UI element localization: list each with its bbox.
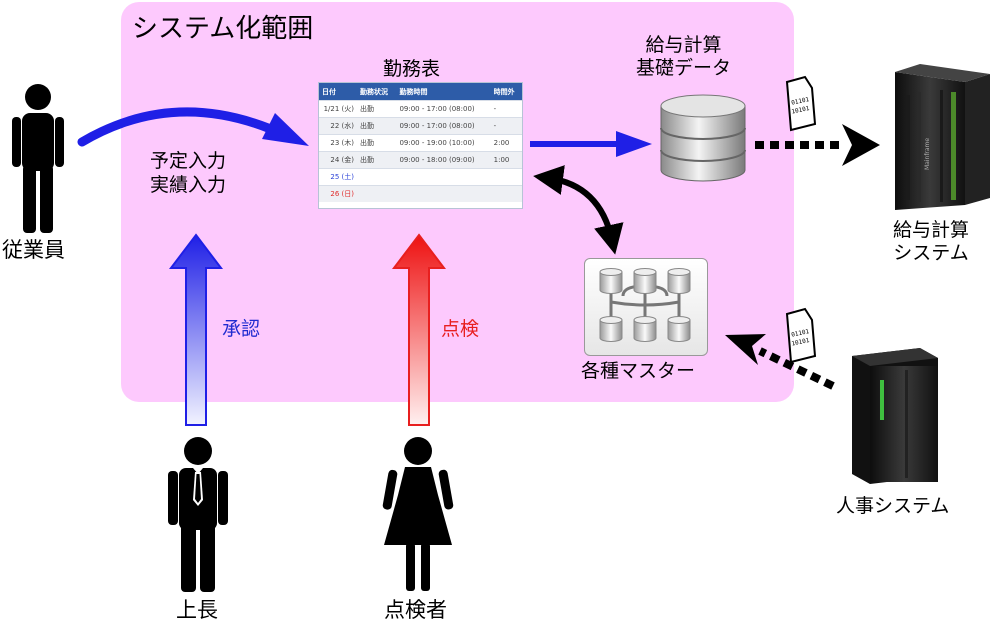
input-label-line1: 予定入力	[150, 150, 227, 172]
cell-date: 26 (日)	[319, 185, 357, 202]
payroll-data-label: 給与計算 基礎データ	[636, 34, 731, 80]
export-arrow	[755, 124, 880, 166]
cell-overtime: -	[490, 100, 522, 118]
server-icon: Mainframe	[895, 64, 990, 210]
cell-date: 1/21 (火)	[319, 100, 357, 118]
cell-status	[357, 168, 397, 186]
cell-status	[357, 185, 397, 202]
cell-date: 24 (金)	[319, 151, 357, 169]
cell-overtime	[490, 185, 522, 202]
cell-hours: 09:00 - 17:00 (08:00)	[396, 100, 491, 118]
person-icon	[12, 84, 64, 233]
svg-text:01101: 01101	[791, 328, 811, 339]
import-arrow	[725, 334, 835, 390]
payroll-data-line2: 基礎データ	[636, 56, 732, 79]
cell-hours: 09:00 - 17:00 (08:00)	[396, 117, 491, 135]
table-row: 23 (木) 出勤 09:00 - 19:00 (10:00) 2:00	[319, 134, 522, 152]
cell-overtime: 2:00	[490, 134, 522, 152]
cell-status: 出勤	[357, 117, 397, 135]
sync-arrow	[533, 165, 624, 255]
cell-status: 出勤	[357, 134, 397, 152]
payroll-system-label: 給与計算 システム	[893, 219, 969, 265]
payroll-data-line1: 給与計算	[645, 34, 722, 56]
timesheet-title: 勤務表	[383, 58, 441, 80]
cell-hours: 09:00 - 19:00 (10:00)	[396, 134, 491, 152]
approval-label: 承認	[222, 318, 261, 340]
data-output-arrow	[530, 131, 652, 157]
cell-overtime: -	[490, 117, 522, 135]
column-header: 勤務時間	[396, 83, 491, 101]
input-flow-arrow	[77, 107, 309, 147]
cell-overtime	[490, 168, 522, 186]
svg-text:10101: 10101	[791, 337, 811, 348]
svg-text:10101: 10101	[791, 105, 811, 116]
timesheet-header-row: 日付 勤務状況 勤務時間 時間外	[319, 83, 522, 101]
payroll-system-line2: システム	[893, 241, 969, 264]
inspector-label: 点検者	[384, 598, 447, 622]
businessman-icon	[168, 437, 228, 592]
cell-status: 出勤	[357, 151, 397, 169]
svg-text:Mainframe: Mainframe	[924, 138, 931, 170]
system-scope-title: システム化範囲	[132, 14, 314, 44]
document-icon: 01101 10101	[785, 75, 817, 132]
table-row: 22 (水) 出勤 09:00 - 17:00 (08:00) -	[319, 117, 522, 135]
cell-hours	[396, 168, 491, 186]
cell-date: 25 (土)	[319, 168, 357, 186]
hr-system-label: 人事システム	[836, 495, 950, 517]
svg-text:01101: 01101	[791, 96, 811, 107]
table-row: 1/21 (火) 出勤 09:00 - 17:00 (08:00) -	[319, 100, 522, 118]
table-row: 25 (土)	[319, 168, 522, 186]
column-header: 日付	[319, 83, 357, 101]
inspection-arrow	[391, 233, 447, 426]
approval-arrow	[168, 233, 224, 426]
table-row: 24 (金) 出勤 09:00 - 18:00 (09:00) 1:00	[319, 151, 522, 169]
cell-hours	[396, 185, 491, 202]
inspection-label: 点検	[441, 318, 480, 340]
cell-date: 22 (水)	[319, 117, 357, 135]
woman-icon	[382, 437, 454, 591]
master-database-icon	[599, 268, 691, 342]
cell-hours: 09:00 - 18:00 (09:00)	[396, 151, 491, 169]
document-icon: 01101 10101	[785, 307, 817, 364]
payroll-system-line1: 給与計算	[893, 219, 970, 241]
boss-label: 上長	[176, 598, 218, 622]
timesheet-table: 日付 勤務状況 勤務時間 時間外 1/21 (火) 出勤 09:00 - 17:…	[318, 82, 523, 209]
employee-label: 従業員	[2, 238, 65, 262]
column-header: 勤務状況	[357, 83, 397, 101]
input-label-line2: 実績入力	[150, 173, 227, 196]
cell-date: 23 (木)	[319, 134, 357, 152]
column-header: 時間外	[490, 83, 522, 101]
masters-label: 各種マスター	[581, 360, 696, 382]
cell-status: 出勤	[357, 100, 397, 118]
table-row: 26 (日)	[319, 185, 522, 202]
database-icon	[660, 94, 746, 182]
cell-overtime: 1:00	[490, 151, 522, 169]
input-label: 予定入力 実績入力	[150, 150, 226, 198]
server-icon	[852, 348, 938, 484]
